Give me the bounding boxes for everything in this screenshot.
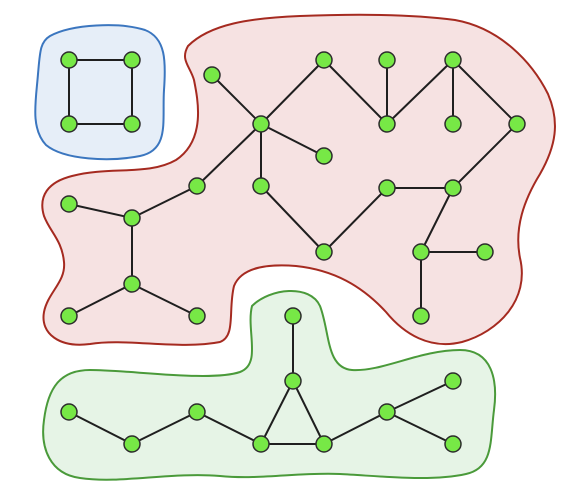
edge-red-9 bbox=[68, 283, 133, 317]
graph-nodes bbox=[60, 51, 526, 453]
node-red-20 bbox=[188, 177, 206, 195]
node-red-8 bbox=[315, 147, 333, 165]
edge-green-1 bbox=[68, 411, 133, 445]
edge-red-15 bbox=[452, 59, 518, 125]
node-red-11 bbox=[378, 51, 396, 69]
node-blue-2 bbox=[123, 51, 141, 69]
node-green-10 bbox=[444, 435, 462, 453]
node-blue-4 bbox=[123, 115, 141, 133]
edge-red-10 bbox=[131, 283, 198, 317]
edge-red-11 bbox=[260, 185, 325, 253]
node-green-8 bbox=[378, 403, 396, 421]
node-green-9 bbox=[444, 372, 462, 390]
edge-red-3 bbox=[260, 123, 325, 157]
edge-green-3 bbox=[196, 411, 262, 445]
edge-red-5 bbox=[196, 123, 262, 187]
edge-red-20 bbox=[420, 187, 454, 253]
edge-red-1 bbox=[211, 74, 262, 125]
node-green-3 bbox=[188, 403, 206, 421]
node-red-15 bbox=[378, 179, 396, 197]
graph-edges bbox=[68, 59, 518, 445]
node-red-3 bbox=[123, 275, 141, 293]
node-red-2 bbox=[60, 195, 78, 213]
edge-green-5 bbox=[292, 380, 325, 445]
node-green-6 bbox=[284, 372, 302, 390]
node-red-16 bbox=[444, 115, 462, 133]
region-red bbox=[41, 13, 556, 346]
node-green-4 bbox=[252, 435, 270, 453]
edge-red-12 bbox=[323, 187, 388, 253]
node-red-4 bbox=[252, 115, 270, 133]
node-red-12 bbox=[315, 243, 333, 261]
node-red-13 bbox=[378, 115, 396, 133]
node-red-1 bbox=[203, 66, 221, 84]
node-red-19 bbox=[412, 243, 430, 261]
edge-red-2 bbox=[260, 59, 325, 125]
node-blue-1 bbox=[60, 51, 78, 69]
node-red-7 bbox=[60, 307, 78, 325]
edge-red-14 bbox=[452, 123, 518, 189]
edge-green-8 bbox=[323, 411, 388, 445]
edge-red-6 bbox=[131, 185, 198, 219]
node-blue-3 bbox=[60, 115, 78, 133]
node-red-21 bbox=[476, 243, 494, 261]
node-red-18 bbox=[508, 115, 526, 133]
node-green-2 bbox=[123, 435, 141, 453]
node-red-22 bbox=[412, 307, 430, 325]
node-red-5 bbox=[188, 307, 206, 325]
node-red-9 bbox=[252, 177, 270, 195]
node-red-10 bbox=[315, 51, 333, 69]
node-red-14 bbox=[444, 51, 462, 69]
edge-red-19 bbox=[323, 59, 388, 125]
edge-green-2 bbox=[131, 411, 198, 445]
region-blue bbox=[34, 24, 166, 161]
edge-green-6 bbox=[260, 380, 294, 445]
edge-red-17 bbox=[386, 59, 454, 125]
node-green-5 bbox=[315, 435, 333, 453]
edge-green-10 bbox=[386, 411, 454, 445]
edge-green-9 bbox=[386, 380, 454, 413]
node-green-7 bbox=[284, 307, 302, 325]
node-red-17 bbox=[444, 179, 462, 197]
node-green-1 bbox=[60, 403, 78, 421]
edge-red-7 bbox=[68, 203, 133, 219]
node-red-6 bbox=[123, 209, 141, 227]
